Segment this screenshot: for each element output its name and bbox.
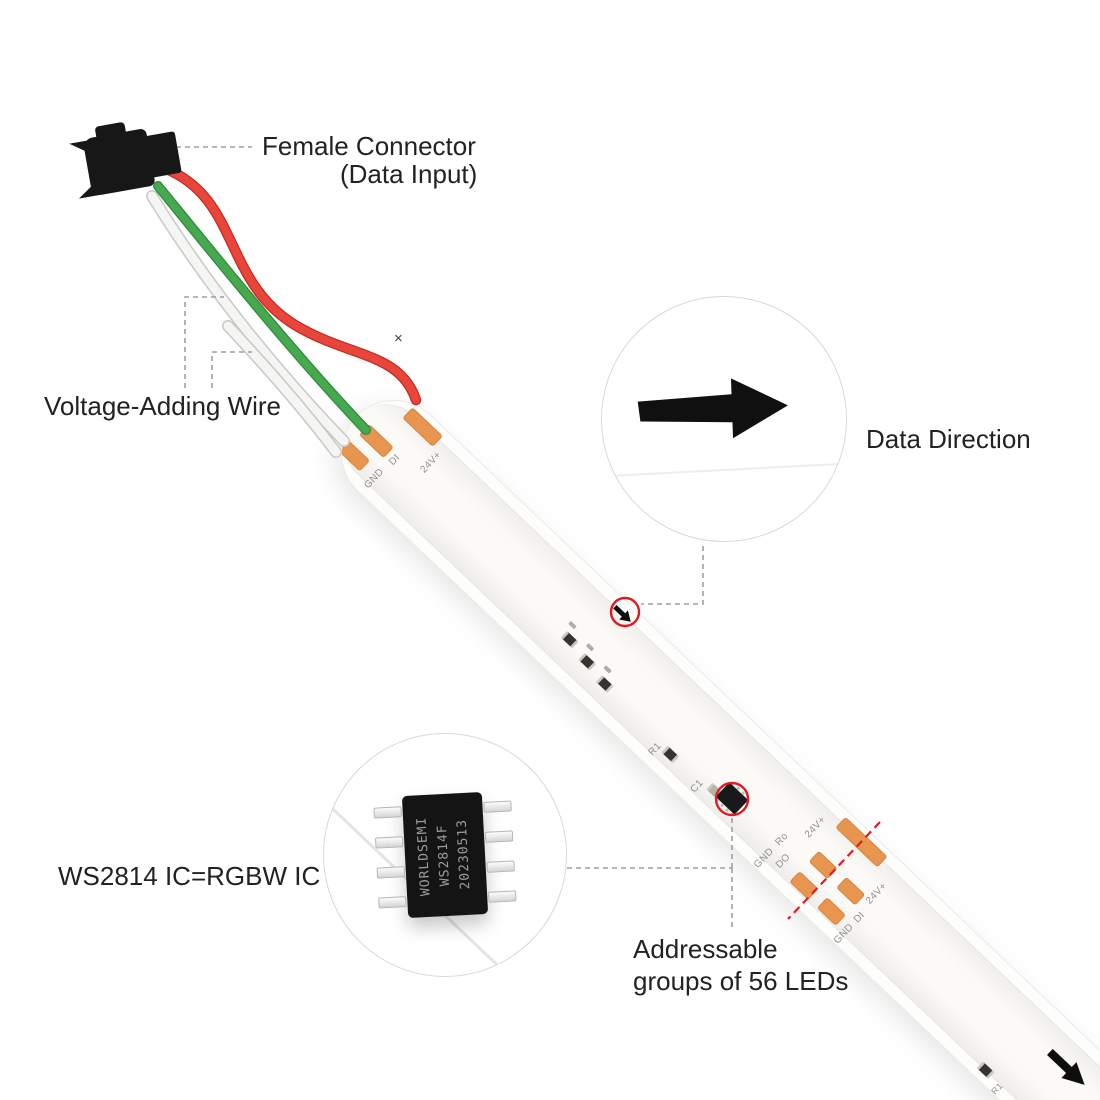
chip-pin [484, 830, 514, 843]
connector-nose [141, 131, 182, 179]
data-direction-label: Data Direction [866, 424, 1031, 454]
addressable-label-line2: groups of 56 LEDs [633, 966, 849, 996]
ic-magnifier: WORLDSEMI WS2814F 20230513 [323, 733, 567, 977]
voltage-wire-label: Voltage-Adding Wire [44, 391, 282, 421]
leader-voltage-wire-1 [184, 296, 224, 388]
voltage-adding-wire [223, 321, 341, 457]
direction-arrow-icon [637, 378, 788, 439]
addressable-label-line1: Addressable [633, 934, 778, 964]
chip-pin [374, 836, 404, 849]
chip-pin [376, 866, 406, 879]
leader-data-direction [641, 546, 704, 605]
leader-voltage-wire-2 [211, 351, 252, 388]
female-connector-label-line2: (Data Input) [340, 159, 478, 189]
leader-ic-and-groups [567, 817, 733, 928]
chip-pin [483, 800, 512, 813]
ic-label: WS2814 IC=RGBW IC [58, 861, 321, 891]
chip-pin [486, 860, 515, 873]
voltage-wire-outline [222, 320, 342, 458]
chip-pin [378, 896, 407, 909]
plus-marker: × [394, 330, 403, 347]
data-direction-magnifier [601, 296, 847, 542]
female-connector-label-line1: Female Connector [262, 131, 476, 161]
female-connector [70, 106, 206, 225]
ws2814-chip: WORLDSEMI WS2814F 20230513 [373, 791, 517, 919]
chip-date: 20230513 [455, 818, 474, 890]
chip-marking: WORLDSEMI WS2814F 20230513 [402, 792, 488, 918]
chip-pin [373, 806, 402, 819]
chip-pin [487, 890, 517, 903]
